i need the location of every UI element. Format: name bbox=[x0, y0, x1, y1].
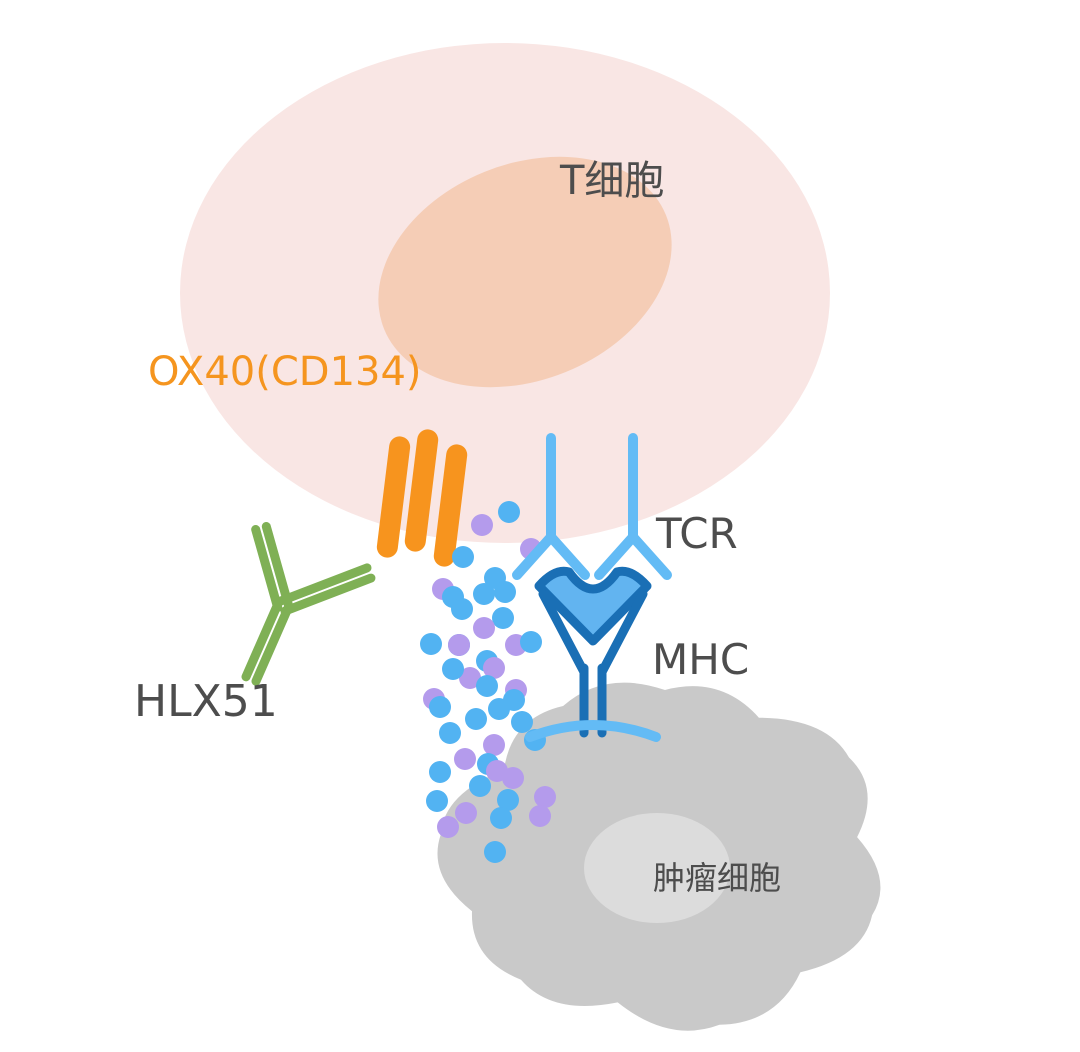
ox40-bar-1 bbox=[376, 436, 411, 558]
antigen-particle-27 bbox=[511, 711, 533, 733]
antigen-particle-10 bbox=[451, 598, 473, 620]
antigen-particle-17 bbox=[520, 631, 542, 653]
antigen-particle-40 bbox=[529, 805, 551, 827]
antigen-particle-29 bbox=[483, 734, 505, 756]
antigen-particle-41 bbox=[490, 807, 512, 829]
antibody-fab-lower-chain-1 bbox=[241, 599, 283, 682]
ox40-bar-2 bbox=[404, 429, 439, 552]
antibody-fab-upper-chain-2 bbox=[251, 525, 283, 612]
ox40-label: OX40(CD134) bbox=[148, 349, 422, 395]
tumor-cell-group: 肿瘤细胞 bbox=[437, 682, 881, 1031]
antigen-particle-26 bbox=[465, 708, 487, 730]
antibody-fab-upper-chain-1 bbox=[261, 522, 293, 609]
tumor-cell-label: 肿瘤细胞 bbox=[653, 859, 781, 897]
antigen-particle-28 bbox=[439, 722, 461, 744]
mhc-peptide-groove bbox=[534, 566, 652, 646]
antigen-particles-group bbox=[420, 501, 556, 863]
antigen-particle-42 bbox=[437, 816, 459, 838]
antigen-particle-1 bbox=[498, 501, 520, 523]
antigen-particle-39 bbox=[455, 802, 477, 824]
antigen-particle-45 bbox=[503, 689, 525, 711]
tcr-left-arm-1 bbox=[512, 532, 556, 580]
tumor-cell-nucleus bbox=[584, 813, 730, 923]
antigen-particle-12 bbox=[473, 617, 495, 639]
antigen-particle-33 bbox=[429, 761, 451, 783]
antigen-particle-4 bbox=[452, 546, 474, 568]
antibody-fc-stem-chain-1 bbox=[280, 573, 376, 616]
antigen-particle-38 bbox=[497, 789, 519, 811]
antibody-fc-stem-chain-2 bbox=[276, 563, 372, 606]
antigen-particle-43 bbox=[484, 841, 506, 863]
antigen-particle-19 bbox=[483, 657, 505, 679]
antigen-particle-36 bbox=[534, 786, 556, 808]
t-cell-nucleus bbox=[378, 156, 672, 388]
antibody-fab-lower-chain-2 bbox=[251, 603, 293, 686]
antigen-particle-24 bbox=[429, 696, 451, 718]
antigen-particle-35 bbox=[469, 775, 491, 797]
tcr-right-arm-1 bbox=[594, 532, 638, 580]
ox40-bar-3 bbox=[433, 444, 468, 567]
mhc-group bbox=[525, 566, 661, 742]
antigen-particle-34 bbox=[502, 767, 524, 789]
antigen-particle-9 bbox=[494, 581, 516, 603]
antigen-particle-46 bbox=[442, 658, 464, 680]
antigen-particle-21 bbox=[476, 675, 498, 697]
t-cell-group: T细胞 bbox=[180, 43, 830, 543]
antigen-particle-20 bbox=[459, 667, 481, 689]
mhc-leg-2 bbox=[597, 589, 648, 677]
t-cell-label: T细胞 bbox=[559, 158, 664, 204]
antigen-particle-37 bbox=[426, 790, 448, 812]
hlx51-antibody-group bbox=[241, 522, 376, 686]
mhc-leg-1 bbox=[538, 589, 589, 677]
ox40-receptor-group bbox=[376, 429, 468, 567]
antigen-particle-11 bbox=[492, 607, 514, 629]
hlx51-label: HLX51 bbox=[134, 676, 278, 727]
antigen-particle-15 bbox=[448, 634, 470, 656]
antigen-particle-30 bbox=[454, 748, 476, 770]
tcr-label: TCR bbox=[655, 509, 738, 558]
mhc-label: MHC bbox=[652, 635, 749, 684]
antigen-particle-8 bbox=[473, 583, 495, 605]
antigen-particle-13 bbox=[420, 633, 442, 655]
tcr-group bbox=[512, 433, 672, 580]
tcr-left-arm-2 bbox=[546, 532, 590, 580]
tcr-right-arm-2 bbox=[628, 532, 672, 580]
mhc-membrane-anchor-arc bbox=[525, 720, 661, 742]
antigen-particle-2 bbox=[471, 514, 493, 536]
